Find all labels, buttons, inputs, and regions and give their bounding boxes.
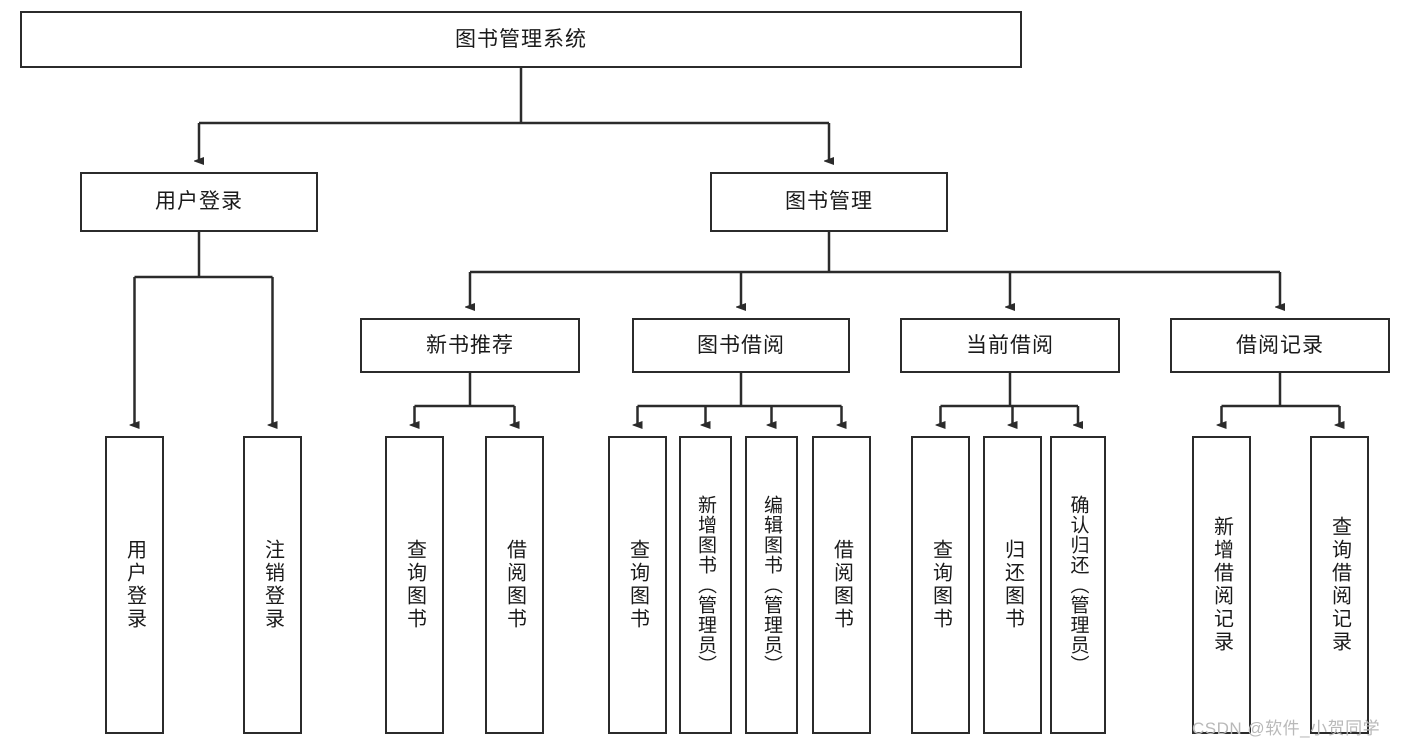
node-level3-0[interactable]: 新书推荐 bbox=[360, 318, 580, 373]
node-leaf-4[interactable]: 查询图书 bbox=[608, 436, 667, 734]
node-leaf-10[interactable]: 确认归还（管理员） bbox=[1050, 436, 1106, 734]
node-level3-3[interactable]: 借阅记录 bbox=[1170, 318, 1390, 373]
node-level2-0-label: 用户登录 bbox=[155, 190, 243, 214]
node-leaf-9-label: 归还图书 bbox=[1001, 539, 1024, 631]
node-leaf-9[interactable]: 归还图书 bbox=[983, 436, 1042, 734]
node-leaf-7[interactable]: 借阅图书 bbox=[812, 436, 871, 734]
node-leaf-6[interactable]: 编辑图书（管理员） bbox=[745, 436, 798, 734]
node-leaf-5[interactable]: 新增图书（管理员） bbox=[679, 436, 732, 734]
node-level2-0[interactable]: 用户登录 bbox=[80, 172, 318, 232]
node-level3-2[interactable]: 当前借阅 bbox=[900, 318, 1120, 373]
node-leaf-8-label: 查询图书 bbox=[929, 539, 952, 631]
node-level2-1-label: 图书管理 bbox=[785, 190, 873, 214]
node-leaf-2[interactable]: 查询图书 bbox=[385, 436, 444, 734]
node-leaf-8[interactable]: 查询图书 bbox=[911, 436, 970, 734]
node-leaf-12-label: 查询借阅记录 bbox=[1328, 516, 1351, 654]
node-leaf-2-label: 查询图书 bbox=[403, 539, 426, 631]
node-leaf-10-label: 确认归还（管理员） bbox=[1067, 495, 1089, 675]
node-leaf-11[interactable]: 新增借阅记录 bbox=[1192, 436, 1251, 734]
node-leaf-1[interactable]: 注销登录 bbox=[243, 436, 302, 734]
node-leaf-3-label: 借阅图书 bbox=[503, 539, 526, 631]
node-level3-2-label: 当前借阅 bbox=[966, 333, 1054, 357]
node-leaf-11-label: 新增借阅记录 bbox=[1210, 516, 1233, 654]
node-level3-3-label: 借阅记录 bbox=[1236, 333, 1324, 357]
node-level3-0-label: 新书推荐 bbox=[426, 333, 514, 357]
node-leaf-0-label: 用户登录 bbox=[123, 539, 146, 631]
node-level3-1-label: 图书借阅 bbox=[697, 333, 785, 357]
node-level3-1[interactable]: 图书借阅 bbox=[632, 318, 850, 373]
node-root-label: 图书管理系统 bbox=[455, 27, 587, 51]
node-leaf-4-label: 查询图书 bbox=[626, 539, 649, 631]
node-leaf-7-label: 借阅图书 bbox=[830, 539, 853, 631]
node-leaf-0[interactable]: 用户登录 bbox=[105, 436, 164, 734]
node-leaf-3[interactable]: 借阅图书 bbox=[485, 436, 544, 734]
node-leaf-12[interactable]: 查询借阅记录 bbox=[1310, 436, 1369, 734]
watermark-label: CSDN @软件_小贺同学 bbox=[1192, 719, 1381, 738]
node-root[interactable]: 图书管理系统 bbox=[20, 11, 1022, 68]
node-level2-1[interactable]: 图书管理 bbox=[710, 172, 948, 232]
node-leaf-1-label: 注销登录 bbox=[261, 539, 284, 631]
node-leaf-6-label: 编辑图书（管理员） bbox=[761, 495, 782, 675]
node-leaf-5-label: 新增图书（管理员） bbox=[695, 495, 716, 675]
